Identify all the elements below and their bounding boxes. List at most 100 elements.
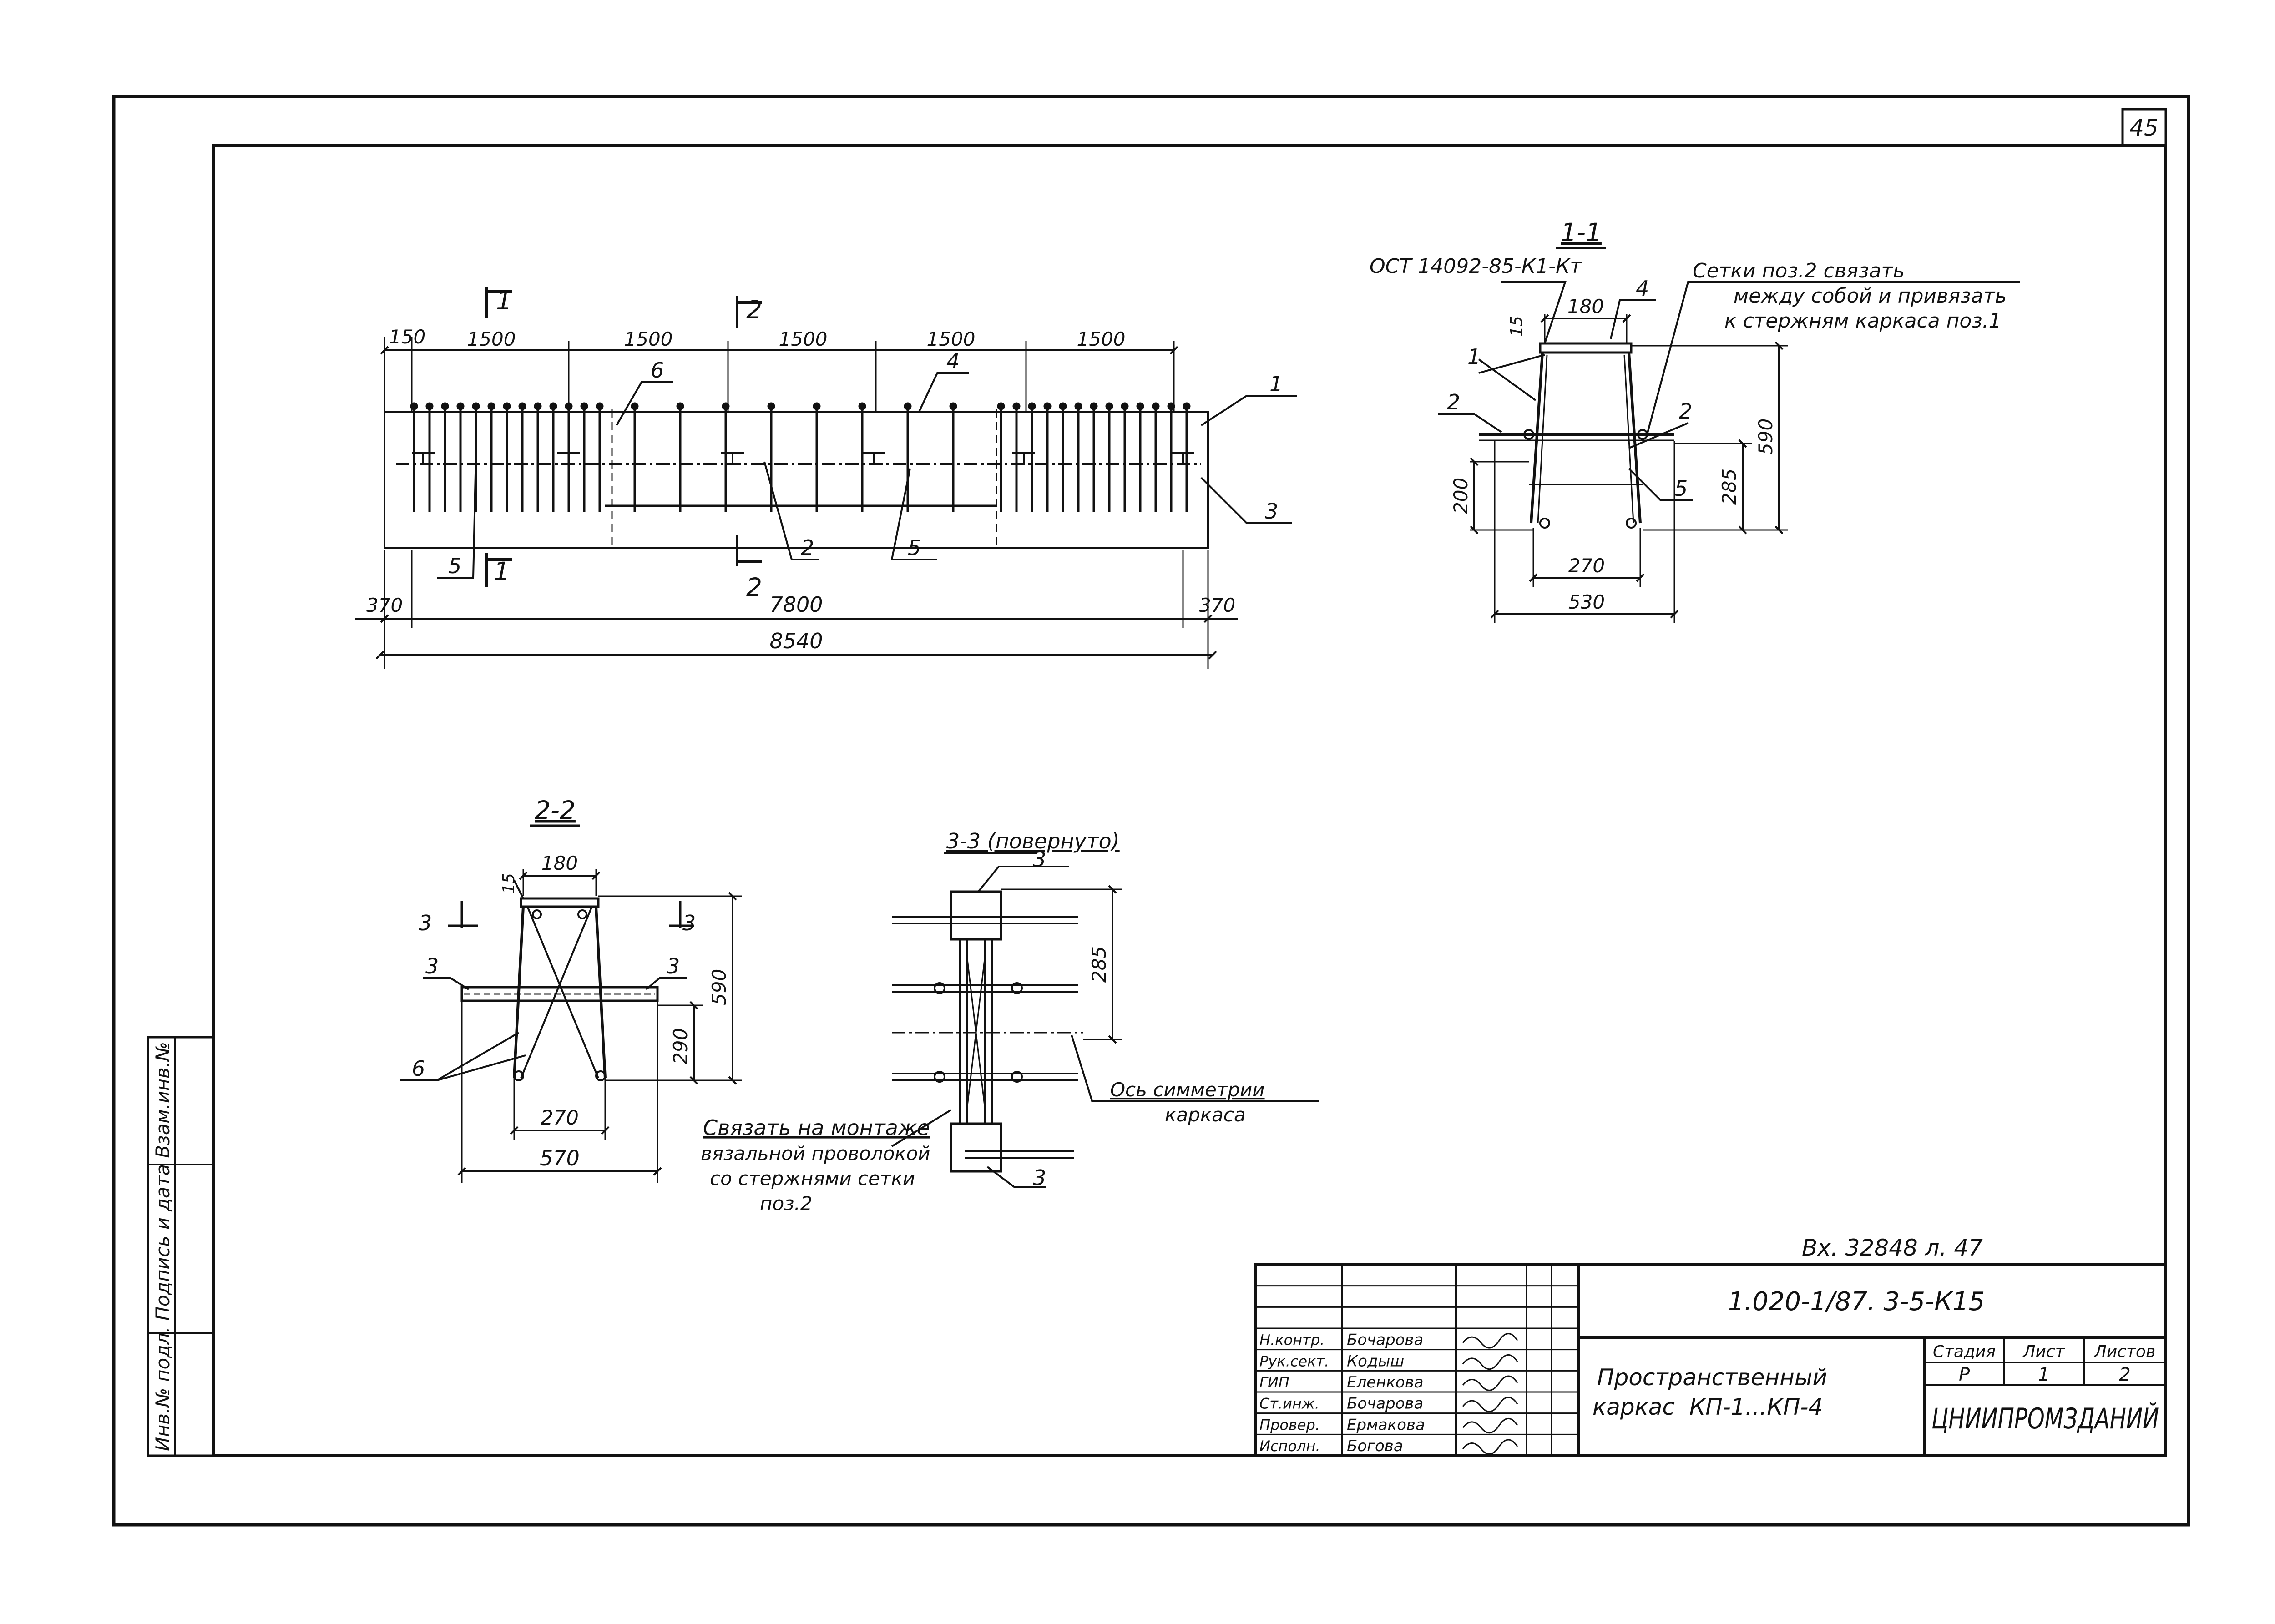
section-1-1-dim-530: 530: [1568, 591, 1605, 613]
section-1-1-dim-180: 180: [1567, 295, 1604, 318]
section-1-1-dim-285: 285: [1718, 469, 1740, 505]
stirrup-end: [596, 402, 604, 410]
section-3-3-title: 3-3 (повернуто): [946, 829, 1120, 853]
section-1-1-dim-200: 200: [1450, 478, 1472, 514]
section-1-1-mesh-mark: ОСТ 14092-85-К1-Кт: [1370, 255, 1582, 278]
stirrup-end: [1167, 402, 1175, 410]
staff-role: ГИП: [1259, 1374, 1289, 1391]
staff-name: Кодыш: [1347, 1352, 1404, 1370]
stirrup-end: [858, 402, 866, 410]
staff-role: Рук.сект.: [1259, 1352, 1329, 1370]
elev-dim-7800: 7800: [769, 592, 823, 617]
stirrup-end: [1105, 402, 1113, 410]
staff-role: Исполн.: [1259, 1437, 1320, 1455]
section-1-1-note-3: к стержням каркаса поз.1: [1724, 309, 2002, 333]
stirrup-end: [549, 402, 557, 410]
spacer-marks: [412, 452, 1194, 464]
stirrup-end: [518, 402, 526, 410]
section-2-2-dim-590: 590: [708, 969, 730, 1005]
elev-callout-1: 1: [1269, 372, 1283, 396]
beam-outline: [384, 411, 1209, 549]
staff-role: Н.контр.: [1259, 1331, 1325, 1349]
section-2-2-dim-290: 290: [669, 1028, 692, 1064]
section-1-1-view: [1438, 247, 2020, 623]
section-1-1-callout-2-left: 2: [1447, 390, 1460, 414]
elev-callout-5a: 5: [448, 554, 461, 578]
left-stamp: Инв.№ подл. Подпись и дата Взам.инв.№: [147, 1036, 215, 1457]
section-2-2-note-1: Связать на монтаже: [703, 1115, 930, 1140]
stirrup-end: [1074, 402, 1082, 410]
elev-callout-3: 3: [1265, 499, 1278, 524]
stirrup-end: [1090, 402, 1098, 410]
section-1-1-dim-270: 270: [1568, 555, 1605, 577]
section-2-2-dim-180: 180: [541, 852, 578, 874]
stirrup-end: [813, 402, 821, 410]
sheet-header: Лист: [2022, 1342, 2065, 1361]
elev-callout-2: 2: [801, 535, 814, 560]
section-1-1-callout-4: 4: [1636, 276, 1649, 301]
document-code: 1.020-1/87. 3-5-К15: [1728, 1287, 1985, 1316]
stirrup-group: [410, 402, 1191, 512]
section-2-2-title: 2-2: [535, 796, 576, 825]
sheets-header: Листов: [2093, 1342, 2155, 1361]
section-1-1-title: 1-1: [1561, 218, 1602, 247]
elev-dim-8540: 8540: [769, 629, 823, 653]
section-3-3-view: [891, 852, 1320, 1188]
stirrup-end: [904, 402, 912, 410]
stage-value: Р: [1959, 1364, 1970, 1385]
staff-name: Еленкова: [1347, 1373, 1424, 1392]
section-1-1-callout-1: 1: [1467, 344, 1481, 369]
signature-scribble: [1462, 1354, 1518, 1370]
stirrup-end: [503, 402, 511, 410]
page-number: 45: [2129, 115, 2159, 141]
section-2-2-callout-3-left: 3: [425, 954, 439, 978]
stirrup-end: [1028, 402, 1036, 410]
stirrup-end: [1183, 402, 1191, 410]
stirrup-end: [1043, 402, 1052, 410]
section-2-2-callout-6: 6: [412, 1056, 425, 1081]
stirrup-end: [487, 402, 495, 410]
staff-role: Провер.: [1259, 1416, 1320, 1433]
staff-name: Бочарова: [1347, 1395, 1423, 1413]
elev-dim-1500-e: 1500: [1077, 328, 1126, 350]
section-2-2-note-4: поз.2: [760, 1192, 813, 1215]
elev-dim-1500-b: 1500: [624, 328, 673, 350]
section-1-1-dim-590: 590: [1754, 419, 1777, 455]
section-2-2-dim-15: 15: [500, 873, 518, 894]
stirrup-end: [1136, 402, 1144, 410]
staff-name: Бочарова: [1347, 1331, 1423, 1349]
stirrup-end: [949, 402, 957, 410]
section-1-1-note-1: Сетки поз.2 связать: [1693, 259, 1905, 282]
section-1-1-dim-15: 15: [1507, 316, 1526, 337]
section-2-2-note-3: со стержнями сетки: [710, 1167, 915, 1190]
outer-frame: [112, 95, 2190, 1527]
stirrup-end: [1059, 402, 1067, 410]
registry-note: Вх. 32848 л. 47: [1802, 1235, 1983, 1261]
stirrup-end: [534, 402, 542, 410]
elev-cut-2-top: 2: [746, 295, 762, 324]
stirrup-end: [441, 402, 449, 410]
stirrup-end: [456, 402, 465, 410]
stirrup-end: [1152, 402, 1160, 410]
drawing-title-line2: каркас КП-1...КП-4: [1592, 1394, 1823, 1420]
stirrup-end: [472, 402, 480, 410]
elev-dim-1500-a: 1500: [467, 328, 516, 350]
elev-dim-1500-c: 1500: [779, 328, 828, 350]
signature-scribble: [1462, 1397, 1518, 1412]
stirrup-end: [580, 402, 588, 410]
section-3-3-callout-3-bottom: 3: [1033, 1165, 1046, 1190]
section-2-2-view: [400, 824, 742, 1183]
section-2-2-dim-270: 270: [541, 1106, 579, 1130]
elev-cut-2-bottom: 2: [746, 573, 762, 602]
section-2-2-cut-3-left: 3: [419, 911, 432, 935]
staff-name: Богова: [1347, 1437, 1403, 1455]
signature-scribble: [1462, 1333, 1518, 1349]
section-1-1-callout-5: 5: [1674, 476, 1688, 501]
section-1-1-callout-2-right: 2: [1679, 399, 1692, 424]
section-2-2-callout-3-right: 3: [667, 954, 680, 978]
stirrup-end: [1121, 402, 1129, 410]
page-number-box: [2121, 108, 2167, 147]
sheets-value: 2: [2119, 1364, 2130, 1385]
